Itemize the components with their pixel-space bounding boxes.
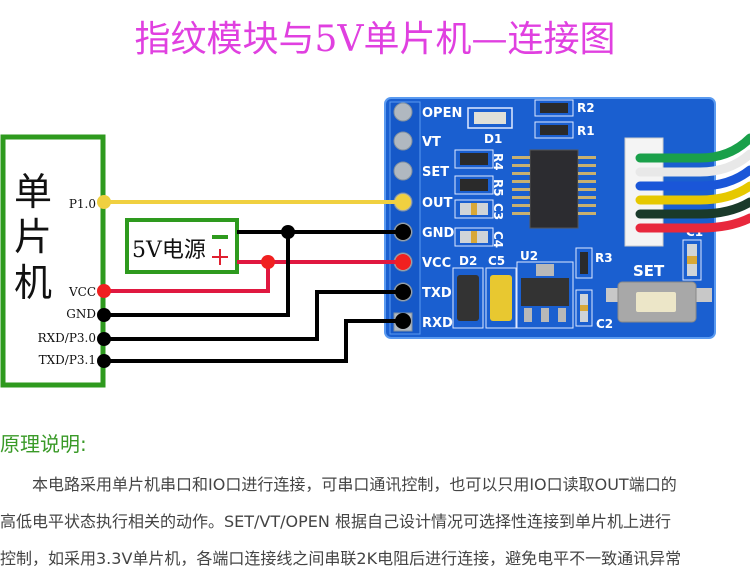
junction-dot	[261, 255, 275, 269]
mcu-name-char-3: 机	[14, 261, 52, 305]
cable-wire	[635, 213, 750, 233]
junction-dot	[395, 194, 411, 210]
power-supply-label: 5V电源	[132, 238, 206, 263]
mcu-pin-vcc: VCC	[68, 285, 96, 299]
junction-dot	[395, 224, 411, 240]
minus-sign-icon	[212, 235, 228, 239]
cable-wire	[635, 165, 750, 191]
pcb-label-out: OUT	[422, 196, 453, 211]
pcb-label-c4: C4	[491, 231, 505, 248]
junction-dot	[281, 225, 295, 239]
pcb-label-gnd: GND	[422, 226, 455, 241]
wire-mcu-txd-module-rxd	[104, 319, 403, 363]
pcb-label-r2: R2	[577, 101, 595, 115]
cable-wire	[635, 197, 750, 219]
pcb-label-c5: C5	[488, 254, 505, 268]
explanation-line-1: 本电路采用单片机串口和IO口进行连接，可串口通讯控制，也可以只用IO口读取OUT…	[0, 475, 677, 494]
mcu-name-char-2: 片	[14, 215, 52, 259]
power-supply-box	[125, 218, 239, 274]
pcb-label-r3: R3	[595, 251, 613, 265]
cable-wire	[635, 181, 750, 205]
ribbon-cable	[635, 133, 750, 233]
pcb-label-open: OPEN	[422, 106, 462, 121]
junction-dot	[97, 332, 111, 346]
fingerprint-module-pcb: OPEN VT SET OUT GND VCC TXD RXD D1 R2 R1…	[384, 97, 750, 339]
pcb-label-txd: TXD	[422, 286, 452, 301]
junction-dot	[395, 313, 411, 329]
cable-wire	[635, 149, 750, 177]
set-button	[606, 281, 712, 323]
pcb-label-c2: C2	[596, 317, 613, 331]
cable-wire	[635, 133, 750, 163]
mcu-name-char-1: 单	[14, 170, 52, 214]
diagram-title: 指纹模块与5V单片机—连接图	[134, 19, 616, 60]
explanation-line-3: 控制，如采用3.3V单片机，各端口连接线之间串联2K电阻后进行连接，避免电平不一…	[0, 549, 682, 568]
pcb-label-c3: C3	[491, 203, 505, 220]
pcb-label-r4: R4	[491, 153, 505, 171]
connection-diagram: 单 片 机 P1.0 VCC GND RXD/P3.0 TXD/P3.1 5V电…	[0, 97, 750, 388]
pcb-label-vt: VT	[422, 135, 441, 150]
explanation-line-2: 高低电平状态执行相关的动作。SET/VT/OPEN 根据自己设计情况可选择性连接…	[0, 512, 671, 531]
mcu-pin-rxd: RXD/P3.0	[38, 331, 96, 345]
wire-mcu-vcc	[104, 262, 270, 293]
pcb-label-set-button: SET	[633, 262, 665, 280]
main-ic-chip	[512, 149, 596, 229]
mcu-pin-gnd: GND	[66, 307, 96, 321]
explanation-heading: 原理说明:	[0, 432, 87, 456]
junction-dot	[97, 308, 111, 322]
mcu-pin-p1-0: P1.0	[69, 197, 96, 211]
pcb-label-u2: U2	[520, 249, 538, 263]
pcb-label-r1: R1	[577, 124, 595, 138]
wire-mcu-gnd	[104, 232, 290, 317]
junction-dot	[97, 195, 111, 209]
mcu-box	[0, 134, 106, 388]
pcb-label-rxd: RXD	[422, 316, 453, 331]
pcb-label-d1: D1	[484, 132, 502, 146]
pcb-label-set: SET	[422, 165, 449, 180]
mcu-pin-txd: TXD/P3.1	[39, 353, 96, 367]
pcb-label-vcc: VCC	[422, 256, 451, 271]
wiring	[97, 194, 411, 368]
junction-dot	[395, 254, 411, 270]
pcb-label-d2: D2	[459, 254, 477, 268]
junction-dot	[97, 354, 111, 368]
plus-sign-icon	[212, 249, 228, 265]
pcb-label-r5: R5	[491, 179, 505, 197]
wire-mcu-rxd-module-txd	[104, 290, 403, 341]
junction-dot	[395, 284, 411, 300]
junction-dot	[97, 284, 111, 298]
